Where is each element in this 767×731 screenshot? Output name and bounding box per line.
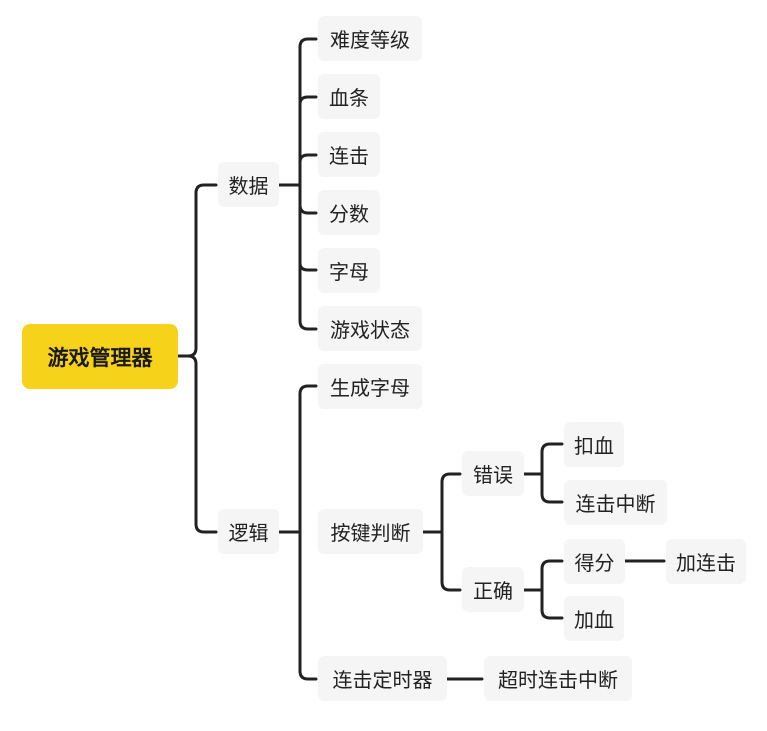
node-keypress-judgement[interactable]: 按键判断	[318, 509, 423, 554]
node-letter[interactable]: 字母	[318, 248, 380, 293]
node-health-bar[interactable]: 血条	[318, 74, 380, 119]
edge-data-score	[298, 183, 318, 215]
edge-data-letter	[298, 203, 318, 272]
edge-data-difficulty	[298, 37, 318, 187]
node-timeout-combo-break[interactable]: 超时连击中断	[484, 656, 632, 701]
edge-logic-generate	[298, 384, 318, 534]
edge-wrong-combo	[540, 472, 564, 504]
edge-logic-timer	[298, 530, 318, 681]
edge-root-data	[176, 183, 218, 358]
edge-correct-score	[540, 559, 564, 592]
edge-data-combo	[298, 153, 318, 164]
node-combo[interactable]: 连击	[318, 132, 380, 177]
node-combo-break[interactable]: 连击中断	[564, 480, 667, 525]
node-gain-health[interactable]: 加血	[564, 596, 624, 641]
edge-data-health	[298, 95, 318, 106]
edge-wrong-health	[540, 442, 564, 476]
node-score[interactable]: 分数	[318, 190, 380, 235]
node-gain-score[interactable]: 得分	[564, 539, 625, 584]
edge-root-logic	[186, 354, 218, 534]
node-game-state[interactable]: 游戏状态	[318, 306, 422, 351]
node-logic[interactable]: 逻辑	[218, 509, 279, 554]
edge-correct-heal	[540, 588, 564, 620]
root-node-game-manager[interactable]: 游戏管理器	[22, 324, 178, 389]
node-difficulty-level[interactable]: 难度等级	[318, 16, 422, 61]
edge-data-state	[298, 261, 318, 331]
node-wrong[interactable]: 错误	[462, 451, 524, 496]
node-correct[interactable]: 正确	[462, 567, 524, 612]
node-data[interactable]: 数据	[218, 162, 279, 207]
edge-keypress-wrong	[440, 472, 462, 534]
node-generate-letter[interactable]: 生成字母	[318, 364, 422, 409]
edge-keypress-correct	[440, 530, 462, 592]
node-lose-health[interactable]: 扣血	[564, 422, 624, 467]
node-combo-timer[interactable]: 连击定时器	[318, 656, 447, 701]
node-add-combo[interactable]: 加连击	[666, 539, 746, 584]
